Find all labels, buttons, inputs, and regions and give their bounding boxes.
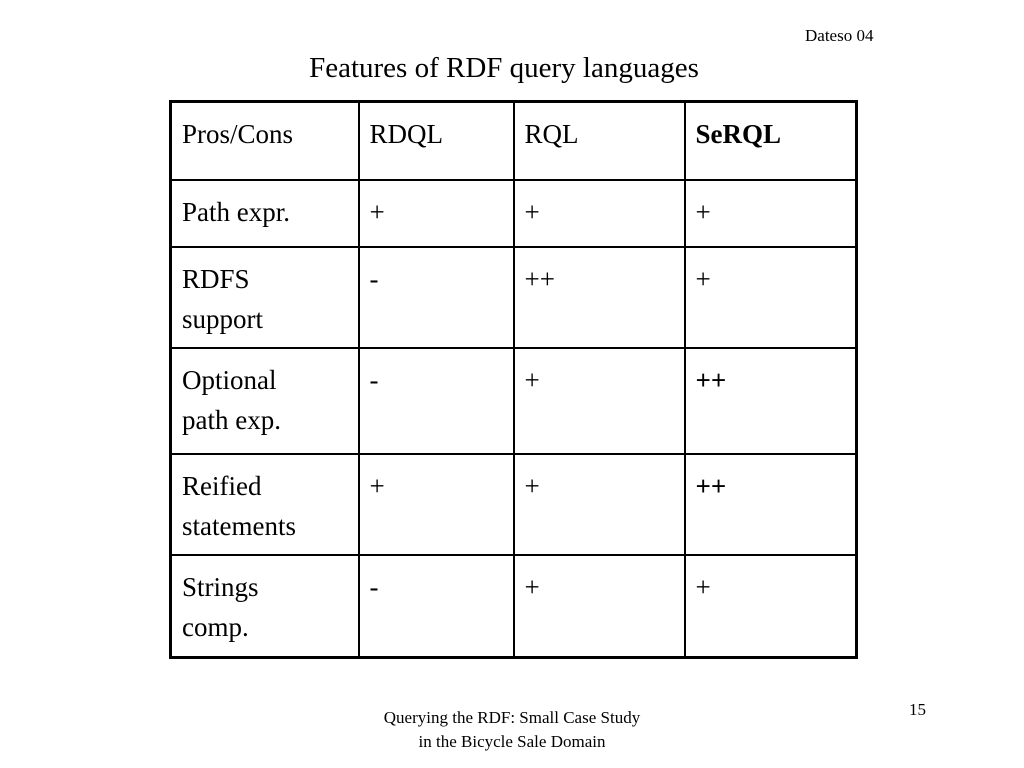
column-header-serql: SeRQL <box>683 100 858 181</box>
table-row: Optional path exp. - + ++ <box>169 347 858 455</box>
table-row: Strings comp. - + + <box>169 554 858 659</box>
features-table: Pros/Cons RDQL RQL SeRQL Path expr. + + … <box>169 100 858 659</box>
feature-label: support <box>182 304 263 334</box>
footer-caption: Querying the RDF: Small Case Study in th… <box>0 706 1024 754</box>
table-row: Path expr. + + + <box>169 179 858 248</box>
serql-cell: ++ <box>683 347 858 455</box>
table-row: Reified statements + + ++ <box>169 453 858 556</box>
rql-cell: + <box>512 554 686 659</box>
feature-cell: RDFS support <box>169 246 360 349</box>
page-number: 15 <box>909 700 926 719</box>
feature-label: RDFS <box>182 264 250 294</box>
rql-cell: + <box>512 179 686 248</box>
serql-cell: + <box>683 554 858 659</box>
feature-label: Optional <box>182 365 277 395</box>
rdql-cell: + <box>357 179 515 248</box>
slide-title: Features of RDF query languages <box>309 52 699 84</box>
serql-cell: ++ <box>683 453 858 556</box>
table-header-row: Pros/Cons RDQL RQL SeRQL <box>169 100 858 181</box>
feature-label: statements <box>182 511 296 541</box>
rdql-cell: - <box>357 554 515 659</box>
serql-cell: + <box>683 179 858 248</box>
rdql-cell: - <box>357 347 515 455</box>
feature-cell: Optional path exp. <box>169 347 360 455</box>
feature-cell: Reified statements <box>169 453 360 556</box>
rql-cell: + <box>512 347 686 455</box>
rdql-cell: + <box>357 453 515 556</box>
column-header-pros-cons: Pros/Cons <box>169 100 360 181</box>
rql-cell: ++ <box>512 246 686 349</box>
feature-cell: Path expr. <box>169 179 360 248</box>
rql-cell: + <box>512 453 686 556</box>
footer-line-2: in the Bicycle Sale Domain <box>418 732 606 751</box>
column-header-rdql: RDQL <box>357 100 515 181</box>
feature-cell: Strings comp. <box>169 554 360 659</box>
table-row: RDFS support - ++ + <box>169 246 858 349</box>
feature-label: Path expr. <box>182 197 290 227</box>
feature-label: comp. <box>182 612 249 642</box>
column-header-rql: RQL <box>512 100 686 181</box>
feature-label: path exp. <box>182 405 281 435</box>
feature-label: Reified <box>182 471 262 501</box>
conference-label: Dateso 04 <box>805 26 874 45</box>
serql-cell: + <box>683 246 858 349</box>
footer-line-1: Querying the RDF: Small Case Study <box>383 708 641 727</box>
rdql-cell: - <box>357 246 515 349</box>
feature-label: Strings <box>182 572 259 602</box>
